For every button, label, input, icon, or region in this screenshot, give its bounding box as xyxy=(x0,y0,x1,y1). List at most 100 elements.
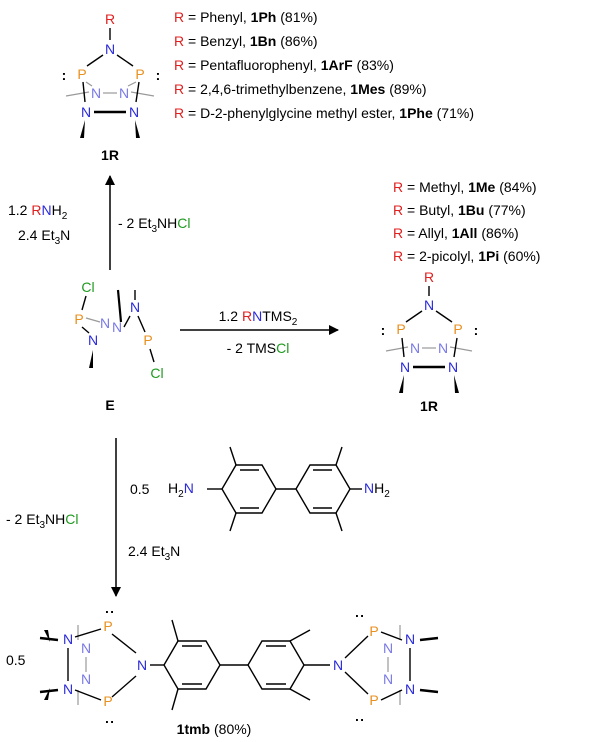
bottom-left-n-p-top xyxy=(74,628,102,638)
bottom-right-lone-pair-top: : xyxy=(353,614,369,619)
e-p-n-bond-left xyxy=(81,326,90,334)
bottom-right-n-inner-bottom: N xyxy=(383,671,393,687)
e-p-left: P xyxy=(74,311,83,327)
right-p-n-lower-right xyxy=(453,337,458,358)
right-n-lower-right: N xyxy=(448,359,458,375)
e-cl-bottom: Cl xyxy=(150,365,163,381)
top-lone-pair-left: : xyxy=(62,67,67,83)
bottom-ring-methyl-1 xyxy=(171,619,179,642)
e-n-mid-right: N xyxy=(112,319,122,335)
bottom-ring-left xyxy=(163,640,221,690)
right-reagent: 1.2 RNTMS2 xyxy=(219,308,298,328)
bottom-ring-right xyxy=(247,640,305,690)
e-n-n-right-bond xyxy=(123,315,131,328)
top-n-lower-left: N xyxy=(81,104,91,120)
diamine-ring-left xyxy=(221,464,277,514)
bottom-right-methyl-bottom xyxy=(419,688,439,694)
bottom-right-p-top: P xyxy=(369,623,378,639)
bottom-left-n-p-bottom xyxy=(74,689,102,701)
down-reagent-base: 2.4 Et3N xyxy=(128,543,180,563)
diamine-left-amine: H2N xyxy=(168,480,194,500)
diamine-methyl-3 xyxy=(335,446,343,466)
top-p-right: P xyxy=(135,66,144,82)
right-n-apex: N xyxy=(424,297,434,313)
right-n-lower-left: N xyxy=(400,359,410,375)
down-byproduct: - 2 Et3NHCl xyxy=(6,511,79,531)
top-list-row-1: R = Phenyl, 1Ph (81%) xyxy=(174,9,318,25)
top-product-label: 1R xyxy=(101,147,119,163)
right-product-label: 1R xyxy=(420,398,438,414)
diamine-methyl-1 xyxy=(229,446,237,466)
top-p-left: P xyxy=(77,66,86,82)
bottom-ring-methyl-2 xyxy=(171,688,179,711)
bottom-left-n-bottom: N xyxy=(63,681,73,697)
right-list-row-2: R = Butyl, 1Bu (77%) xyxy=(393,202,526,218)
right-p-left: P xyxy=(396,321,405,337)
right-p-n-lower-left xyxy=(401,337,405,358)
right-n-inner-right: N xyxy=(438,340,448,356)
bottom-left-methyl-top xyxy=(39,636,59,642)
right-wedge-left xyxy=(399,375,404,393)
start-material-label: E xyxy=(105,397,114,413)
top-product-structure: R N P P : : N N N N 1R xyxy=(62,11,161,163)
top-n-inner-right: N xyxy=(119,85,129,101)
right-list-row-3: R = Allyl, 1All (86%) xyxy=(393,225,519,241)
bottom-product-structure: 0.5 N N N N P P : : N xyxy=(6,610,439,737)
right-n-p-left-bond xyxy=(405,310,423,323)
start-material-structure: Cl P N N N N P Cl E xyxy=(74,279,163,413)
right-n-p-right-bond xyxy=(435,310,453,323)
bottom-right-methyl-top xyxy=(419,636,439,642)
down-arrow-reagents: - 2 Et3NHCl 0.5 2.4 Et3N xyxy=(6,481,180,563)
top-n-p-left-bond xyxy=(86,54,104,67)
top-n-p-right-bond xyxy=(116,54,134,67)
top-list-row-4: R = 2,4,6-trimethylbenzene, 1Mes (89%) xyxy=(174,81,427,97)
down-reagent-equiv: 0.5 xyxy=(130,481,150,497)
top-n-lower-right: N xyxy=(129,104,139,120)
right-arrow-reagents: 1.2 RNTMS2 - 2 TMSCl xyxy=(219,308,298,356)
e-wedge-left xyxy=(89,350,93,368)
bottom-right-p-n-top xyxy=(380,631,403,641)
bottom-left-n-top: N xyxy=(63,631,73,647)
e-bold-n-bond xyxy=(116,289,123,323)
bottom-left-p-n-link-bottom xyxy=(111,675,137,698)
top-n-apex: N xyxy=(105,41,115,57)
bottom-left-lone-pair-top: : xyxy=(103,610,119,615)
bottom-right-n-link: N xyxy=(333,657,343,673)
e-n-mid-left: N xyxy=(100,315,110,331)
top-list-row-3: R = Pentafluorophenyl, 1ArF (83%) xyxy=(174,57,394,73)
bottom-left-p-top: P xyxy=(103,618,112,634)
bottom-right-n-p-link-bottom xyxy=(344,671,369,695)
bottom-right-n-inner-top: N xyxy=(383,640,393,656)
bottom-right-lone-pair-bottom: : xyxy=(353,718,369,723)
top-p-n-lower-right xyxy=(135,81,140,103)
diamine-right-amine: NH2 xyxy=(364,480,390,500)
bottom-right-n-top: N xyxy=(405,631,415,647)
top-list-row-2: R = Benzyl, 1Bn (86%) xyxy=(174,33,318,49)
right-n-inner-left: N xyxy=(410,340,420,356)
bottom-left-p-bottom: P xyxy=(103,693,112,709)
diamine-ring-right xyxy=(295,464,351,514)
bottom-left-methyl-bottom xyxy=(39,688,59,694)
top-n-inner-left: N xyxy=(91,85,101,101)
bottom-ring-methyl-4 xyxy=(289,688,311,701)
e-n-p-right-bond xyxy=(137,315,146,333)
top-p-n-inner-left xyxy=(85,81,93,87)
top-wedge-left xyxy=(80,120,85,138)
top-methyl-grey-left xyxy=(65,91,90,97)
bottom-half-equiv: 0.5 xyxy=(6,652,26,668)
up-arrow-reagents: 1.2 RNH2 2.4 Et3N - 2 Et3NHCl xyxy=(8,202,191,247)
top-lone-pair-right: : xyxy=(156,67,161,83)
bottom-right-p-bottom: P xyxy=(369,692,378,708)
diamine-reagent-structure: H2N NH2 xyxy=(168,446,390,532)
bottom-left-n-inner-top: N xyxy=(81,640,91,656)
right-substituent-list: R = Methyl, 1Me (84%) R = Butyl, 1Bu (77… xyxy=(393,179,540,264)
bottom-right-p-n-bottom xyxy=(380,689,403,701)
right-p-right: P xyxy=(453,321,462,337)
up-reagent-base: 2.4 Et3N xyxy=(18,227,70,247)
bottom-left-lone-pair-bottom: : xyxy=(103,720,119,725)
bottom-left-p-n-link-top xyxy=(111,633,137,654)
e-p-cl-bond-right xyxy=(149,348,155,363)
top-substituent-list: R = Phenyl, 1Ph (81%) R = Benzyl, 1Bn (8… xyxy=(174,9,474,121)
right-lone-pair-left: : xyxy=(381,322,386,338)
bottom-right-n-bottom: N xyxy=(405,681,415,697)
